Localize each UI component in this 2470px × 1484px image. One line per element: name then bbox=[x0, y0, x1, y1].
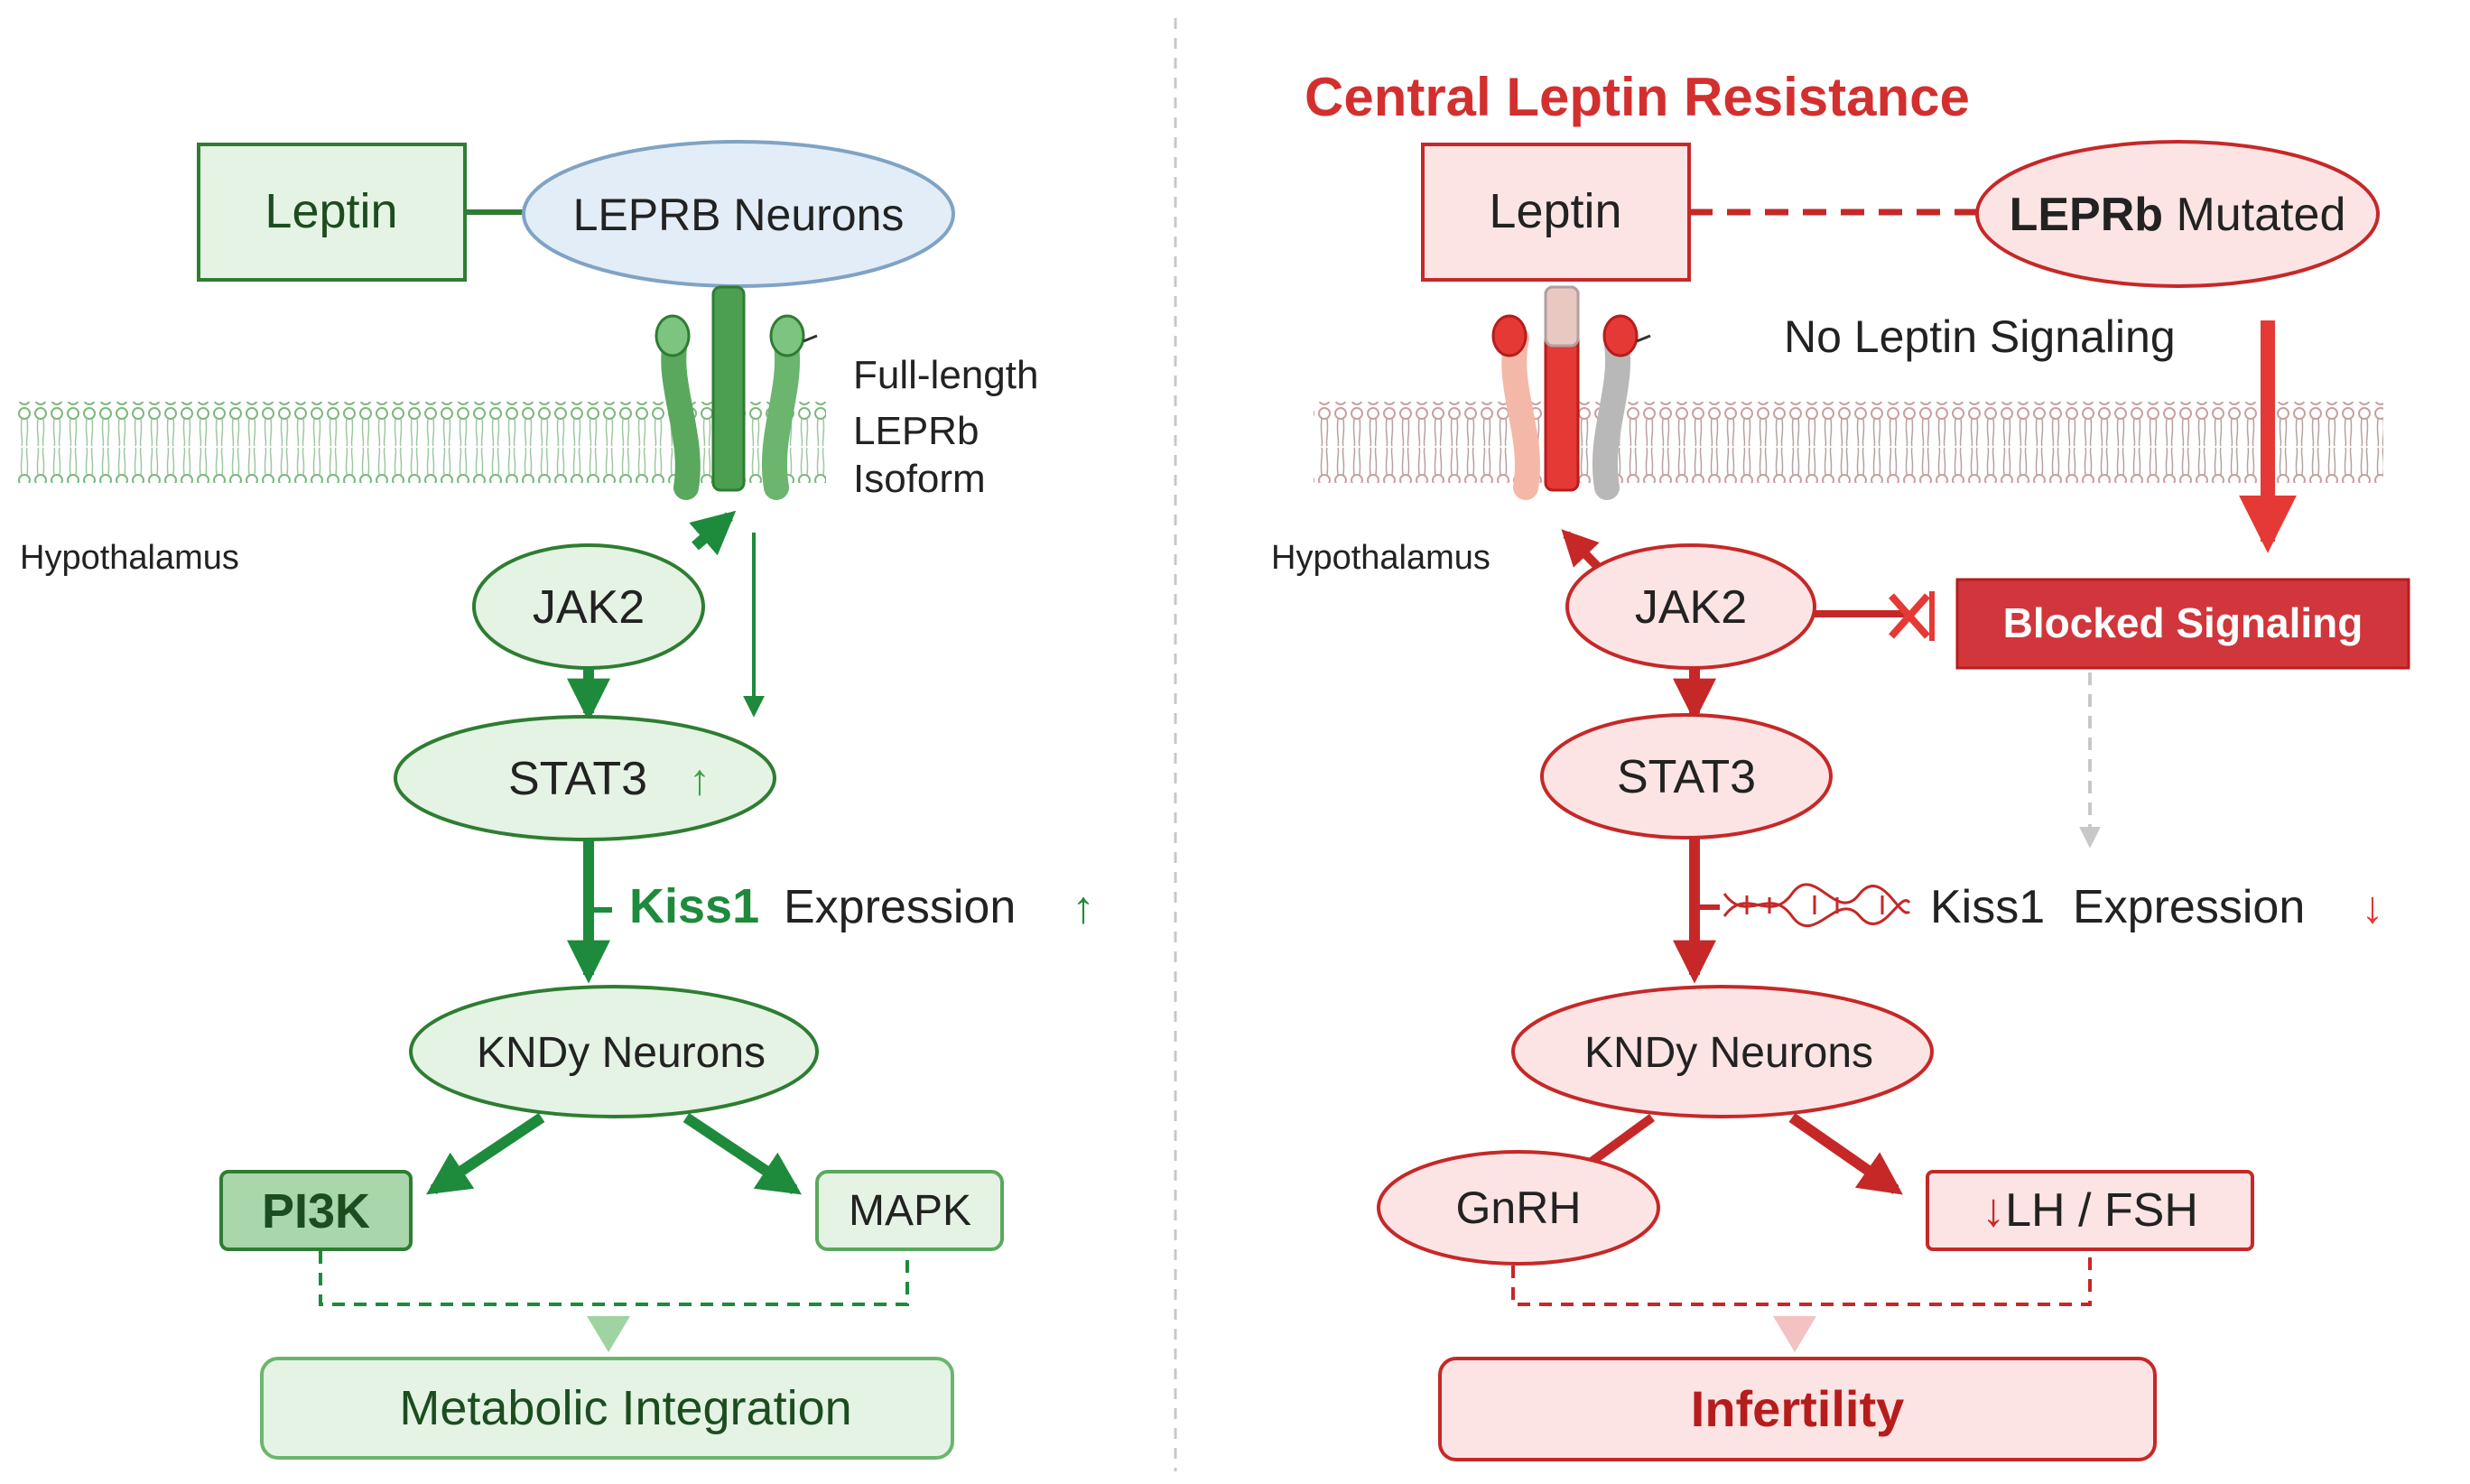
leptin-box bbox=[197, 143, 467, 282]
jak2-to-receptor-arrow-mutant bbox=[1561, 529, 1602, 570]
infertility-label: Infertility bbox=[1691, 1380, 1904, 1437]
kndy-neurons-label: KNDy Neurons bbox=[477, 1029, 766, 1077]
leprb-mutated-node bbox=[1975, 140, 2380, 288]
outcome-merge-dashed bbox=[1511, 1251, 2092, 1306]
metabolic-integration-box bbox=[260, 1357, 954, 1460]
stat3-label: STAT3 bbox=[508, 753, 647, 805]
pathway-merge-dashed bbox=[319, 1251, 909, 1306]
kndy-neurons-node-mutant bbox=[1511, 985, 1934, 1118]
hypothalamus-label-mutant: Hypothalamus bbox=[1271, 539, 1490, 577]
infertility-box bbox=[1438, 1357, 2157, 1461]
jak2-to-receptor-arrow bbox=[689, 510, 737, 556]
leptin-label: Leptin bbox=[265, 184, 397, 238]
kiss1-label: Kiss1 bbox=[629, 879, 759, 933]
kndy-to-mapk-arrow bbox=[682, 1113, 802, 1195]
leptin-box-mutant bbox=[1421, 143, 1691, 282]
left-panel: Leptin LEPRB Neurons Full-length LEPRb I… bbox=[18, 140, 1095, 1460]
mapk-box bbox=[815, 1170, 1004, 1251]
right-panel-title: Central Leptin Resistance bbox=[1305, 67, 1970, 127]
kndy-neurons-label-mutant: KNDy Neurons bbox=[1584, 1029, 1873, 1077]
isoform-line-1: Full-length bbox=[853, 353, 1038, 397]
lhfsh-box bbox=[1926, 1170, 2254, 1251]
jak2-label-mutant: JAK2 bbox=[1635, 581, 1747, 634]
pi3k-box bbox=[219, 1170, 413, 1251]
pi3k-label: PI3K bbox=[262, 1184, 370, 1238]
jak2-label: JAK2 bbox=[533, 581, 645, 634]
lhfsh-label: ↓LH / FSH bbox=[1982, 1184, 2198, 1237]
right-panel: Central Leptin Resistance Leptin LEPRb M… bbox=[1271, 67, 2410, 1461]
kndy-to-lhfsh-arrow bbox=[1788, 1113, 1903, 1195]
block-x-icon bbox=[1889, 591, 1935, 641]
gnrh-label: GnRH bbox=[1456, 1183, 1582, 1233]
cell-membrane bbox=[18, 402, 826, 483]
expression-label: Expression bbox=[784, 881, 1016, 933]
gnrh-node bbox=[1377, 1150, 1660, 1266]
blocked-signaling-label: Blocked Signaling bbox=[2003, 599, 2363, 646]
mapk-label: MAPK bbox=[849, 1187, 971, 1235]
merge-down-arrow-mutant bbox=[1773, 1316, 1816, 1352]
expression-label-mutant: Expression bbox=[2073, 881, 2305, 933]
mutant-receptor-icon bbox=[1491, 285, 1651, 500]
kndy-to-pi3k-arrow bbox=[426, 1113, 545, 1195]
hypothalamus-label: Hypothalamus bbox=[20, 539, 239, 577]
leprb-neurons-label: LEPRB Neurons bbox=[573, 190, 905, 240]
no-leptin-signaling-label: No Leptin Signaling bbox=[1784, 311, 2176, 362]
dna-icon bbox=[1722, 883, 1911, 928]
leprb-mutated-label: LEPRb Mutated bbox=[2010, 189, 2346, 241]
blocked-signaling-box bbox=[1955, 578, 2410, 670]
leprb-receptor-icon bbox=[655, 285, 818, 500]
merge-down-arrow bbox=[587, 1316, 630, 1352]
expression-up-arrow: ↑ bbox=[1072, 882, 1095, 932]
leptin-label-mutant: Leptin bbox=[1489, 184, 1621, 238]
metabolic-integration-label: Metabolic Integration bbox=[399, 1381, 851, 1435]
cell-membrane-red bbox=[1314, 402, 2383, 483]
stat3-node-mutant bbox=[1540, 713, 1833, 839]
expression-down-arrow: ↓ bbox=[2362, 882, 2384, 932]
stat3-label-mutant: STAT3 bbox=[1617, 751, 1756, 803]
kiss1-label-mutant: Kiss1 bbox=[1930, 881, 2045, 933]
isoform-line-3: Isoform bbox=[853, 457, 986, 501]
kndy-neurons-node bbox=[409, 985, 819, 1118]
isoform-line-2: LEPRb bbox=[853, 409, 979, 453]
stat3-up-arrow: ↑ bbox=[689, 756, 710, 804]
